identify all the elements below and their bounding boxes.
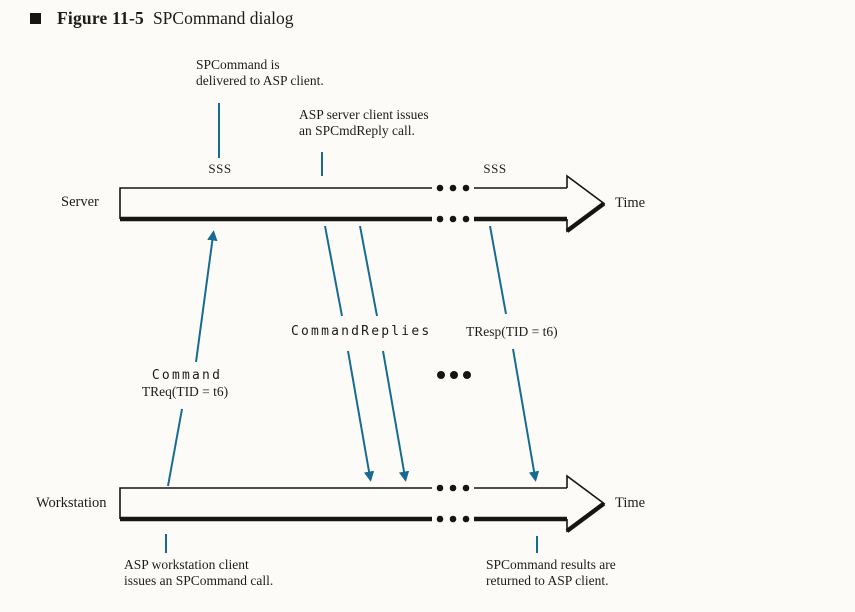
tresp-arrow-upper — [489, 225, 507, 315]
figure-header: Figure 11-5 SPCommand dialog — [30, 8, 293, 29]
workstation-time-label: Time — [615, 495, 646, 511]
callout-line: an SPCmdReply call. — [299, 122, 415, 138]
callout-spcommand-issued: ASP workstation client issues an SPComma… — [124, 557, 273, 588]
server-socket-label-right: SSS — [483, 161, 507, 176]
callout-line: SPCommand results are — [486, 557, 616, 572]
command-arrow-lower — [167, 408, 183, 487]
reply-arrow-1-lower — [347, 350, 375, 482]
callout-line: ASP server client issues — [299, 107, 429, 122]
server-time-label: Time — [615, 195, 646, 211]
transaction-arrows — [167, 225, 540, 487]
reply-arrow-2-lower — [382, 350, 410, 482]
callout-line: ASP workstation client — [124, 557, 249, 572]
command-replies-label: CommandReplies — [291, 324, 432, 339]
callout-line: SPCommand is — [196, 57, 280, 72]
callout-results-returned: SPCommand results are returned to ASP cl… — [486, 557, 616, 588]
server-timeline-ellipsis-dots — [436, 184, 470, 223]
callout-line: issues an SPCommand call. — [124, 572, 274, 588]
command-treq-label: TReq(TID = t6) — [141, 384, 229, 399]
figure-number: Figure 11-5 — [57, 8, 144, 28]
reply-arrow-1-upper — [324, 225, 343, 317]
callout-line: returned to ASP client. — [486, 572, 609, 588]
workstation-timeline — [119, 474, 606, 533]
mid-dialog-ellipsis-dots — [437, 371, 471, 379]
callout-tick-marks — [165, 103, 538, 553]
callout-spcmdreply-issued: ASP server client issues an SPCmdReply c… — [299, 107, 429, 138]
reply-arrow-2-upper — [359, 225, 378, 317]
command-call-label: Command — [151, 368, 223, 383]
tresp-label: TResp(TID = t6) — [466, 324, 558, 339]
workstation-timeline-ellipsis-dots — [436, 484, 470, 523]
workstation-lane-label: Workstation — [36, 495, 107, 511]
server-timeline — [119, 174, 606, 233]
figure-title: SPCommand dialog — [152, 8, 294, 28]
callout-spcommand-delivered: SPCommand is delivered to ASP client. — [196, 57, 324, 88]
callout-line: delivered to ASP client. — [196, 72, 324, 88]
server-lane-label: Server — [61, 194, 99, 210]
tresp-arrow-lower — [512, 348, 540, 482]
command-arrow-upper — [195, 230, 218, 363]
figure-bullet-icon — [30, 13, 41, 24]
server-socket-label-left: SSS — [208, 161, 232, 176]
